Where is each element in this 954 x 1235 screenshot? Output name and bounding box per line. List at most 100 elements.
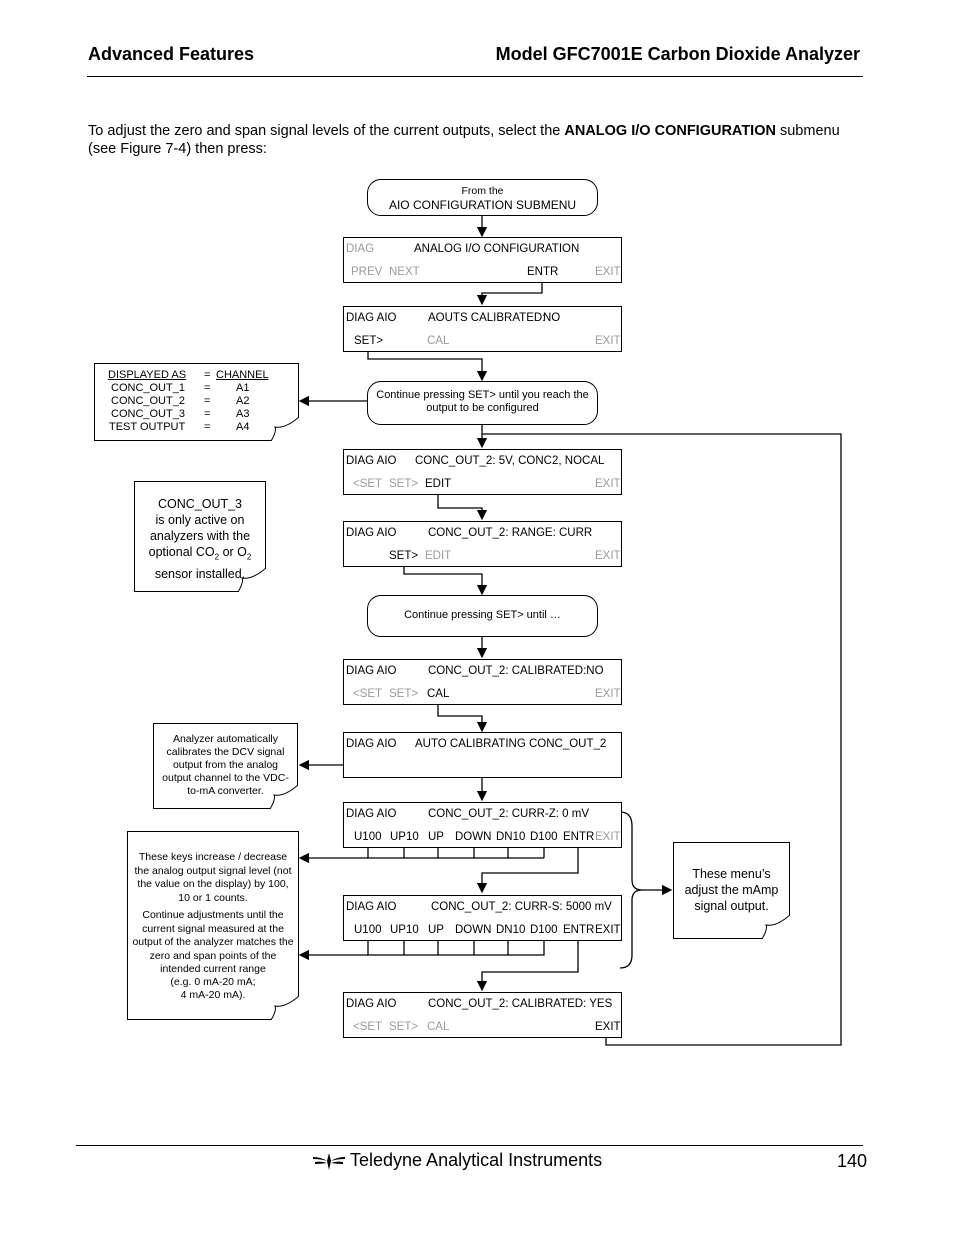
exit-key[interactable]: EXIT [595, 266, 621, 278]
set-prev-key[interactable]: <SET [353, 1021, 383, 1033]
entr-key[interactable]: ENTR [527, 266, 559, 278]
intro-text-b: submenu (see Figure 7-4) then press: [88, 123, 840, 157]
entr-key[interactable]: ENTR [563, 924, 595, 936]
exit-key[interactable]: EXIT [595, 1021, 621, 1033]
cal-key[interactable]: CAL [427, 335, 450, 347]
start-pill-line2: AIO CONFIGURATION SUBMENU [388, 198, 577, 212]
display-curr-s: DIAG AIO CONC_OUT_2: CURR-S: 5000 mV U10… [343, 895, 622, 941]
o2-subscript: 2 [246, 552, 252, 562]
header-rule [87, 76, 863, 77]
conc-out-3-note-line: optional CO2 or O2 [135, 544, 265, 566]
dn10-key[interactable]: DN10 [496, 831, 526, 843]
page-curl-icon [238, 568, 266, 592]
channel-table-header-eq: = [204, 369, 211, 381]
up10-key[interactable]: UP10 [390, 831, 419, 843]
conc-out-3-note-line: analyzers with the [149, 529, 251, 543]
set-next-key[interactable]: SET> [354, 335, 384, 347]
display-label: DIAG AIO [346, 455, 397, 467]
intro-text-a: To adjust the zero and span signal level… [88, 123, 565, 139]
o-text: or O [219, 545, 247, 559]
display-title: ANALOG I/O CONFIGURATION [414, 243, 580, 255]
page-curl-icon [271, 996, 299, 1020]
exit-key[interactable]: EXIT [595, 831, 621, 843]
exit-key[interactable]: EXIT [595, 478, 621, 490]
set-next-key[interactable]: SET> [389, 688, 419, 700]
start-pill: From the AIO CONFIGURATION SUBMENU [367, 179, 598, 216]
page-number: 140 [836, 1151, 867, 1171]
u100-key[interactable]: U100 [354, 924, 382, 936]
prev-key[interactable]: PREV [351, 266, 383, 278]
exit-key[interactable]: EXIT [595, 924, 621, 936]
exit-key[interactable]: EXIT [595, 335, 621, 347]
up-key[interactable]: UP [428, 831, 444, 843]
channel-row-channel: A2 [236, 395, 250, 407]
channel-row-eq: = [204, 408, 211, 420]
menus-note: These menu’s adjust the mAmp signal outp… [673, 842, 790, 939]
channel-row-name: CONC_OUT_1 [111, 382, 185, 394]
autocal-note-text: Analyzer automatically calibrates the DC… [162, 733, 289, 797]
down-key[interactable]: DOWN [455, 924, 492, 936]
channel-row-channel: A1 [236, 382, 250, 394]
display-calibrated-yes: DIAG AIO CONC_OUT_2: CALIBRATED: YES <SE… [343, 992, 622, 1038]
section-title: Advanced Features [88, 44, 255, 64]
channel-row-channel: A4 [236, 421, 250, 433]
d100-key[interactable]: D100 [530, 924, 558, 936]
document-title: Model GFC7001E Carbon Dioxide Analyzer [495, 44, 860, 64]
entr-key[interactable]: ENTR [563, 831, 595, 843]
exit-key[interactable]: EXIT [595, 688, 621, 700]
dn10-key[interactable]: DN10 [496, 924, 526, 936]
display-label: DIAG AIO [346, 808, 397, 820]
u100-key[interactable]: U100 [354, 831, 382, 843]
conc-out-3-note: CONC_OUT_3 is only active on analyzers w… [134, 481, 266, 592]
display-title: CONC_OUT_2: 5V, CONC2, NOCAL [415, 455, 605, 467]
down-key[interactable]: DOWN [455, 831, 492, 843]
teledyne-logo-icon [313, 1152, 345, 1170]
co2-subscript: 2 [214, 552, 220, 562]
footer-brand-text: Teledyne Analytical Instruments [350, 1150, 603, 1170]
keys-note-para4: 4 mA-20 mA). [180, 989, 246, 1001]
display-title: CONC_OUT_2: CALIBRATED:NO [428, 665, 604, 677]
channel-row-eq: = [204, 395, 211, 407]
display-title: CONC_OUT_2: CALIBRATED: YES [428, 998, 613, 1010]
display-label: DIAG AIO [346, 998, 397, 1010]
continue-pill-2: Continue pressing SET> until … [367, 595, 598, 637]
next-key[interactable]: NEXT [389, 266, 420, 278]
cal-key[interactable]: CAL [427, 688, 450, 700]
page-curl-icon [762, 915, 790, 939]
co-text: optional CO [148, 545, 215, 559]
set-next-key[interactable]: SET> [389, 550, 419, 562]
channel-row-name: CONC_OUT_2 [111, 395, 185, 407]
set-next-key[interactable]: SET> [389, 478, 419, 490]
display-analog-io-config: DIAG ANALOG I/O CONFIGURATION PREV NEXT … [343, 237, 622, 283]
page-curl-icon [271, 417, 299, 441]
edit-key[interactable]: EDIT [425, 550, 452, 562]
conc-out-3-note-title: CONC_OUT_3 [157, 497, 243, 511]
page-curl-icon [270, 785, 298, 809]
channel-row-eq: = [204, 421, 211, 433]
channel-row-eq: = [204, 382, 211, 394]
d100-key[interactable]: D100 [530, 831, 558, 843]
display-title: CONC_OUT_2: CURR-Z: 0 mV [428, 808, 590, 820]
up10-key[interactable]: UP10 [390, 924, 419, 936]
menus-note-text: These menu’s adjust the mAmp signal outp… [684, 867, 779, 913]
display-label: DIAG AIO [346, 738, 397, 750]
display-value: NO [543, 312, 561, 324]
display-title: AUTO CALIBRATING CONC_OUT_2 [415, 738, 607, 750]
keys-note-para3: (e.g. 0 mA-20 mA; [170, 976, 256, 988]
set-prev-key[interactable]: <SET [353, 688, 383, 700]
up-key[interactable]: UP [428, 924, 444, 936]
channel-row-name: TEST OUTPUT [109, 421, 186, 433]
display-label: DIAG AIO [346, 312, 397, 324]
channel-row-name: CONC_OUT_3 [111, 408, 185, 420]
set-prev-key[interactable]: <SET [353, 478, 383, 490]
exit-key[interactable]: EXIT [595, 550, 621, 562]
display-label: DIAG [346, 243, 375, 255]
display-calibrated-no: DIAG AIO CONC_OUT_2: CALIBRATED:NO <SET … [343, 659, 622, 705]
display-title: CONC_OUT_2: CURR-S: 5000 mV [431, 901, 612, 913]
display-aouts-calibrated: DIAG AIO AOUTS CALIBRATED: NO SET> CAL E… [343, 306, 622, 352]
channel-table-header-displayed: DISPLAYED AS [108, 369, 187, 381]
cal-key[interactable]: CAL [427, 1021, 450, 1033]
channel-table-header-channel: CHANNEL [216, 369, 269, 381]
set-next-key[interactable]: SET> [389, 1021, 419, 1033]
edit-key[interactable]: EDIT [425, 478, 452, 490]
